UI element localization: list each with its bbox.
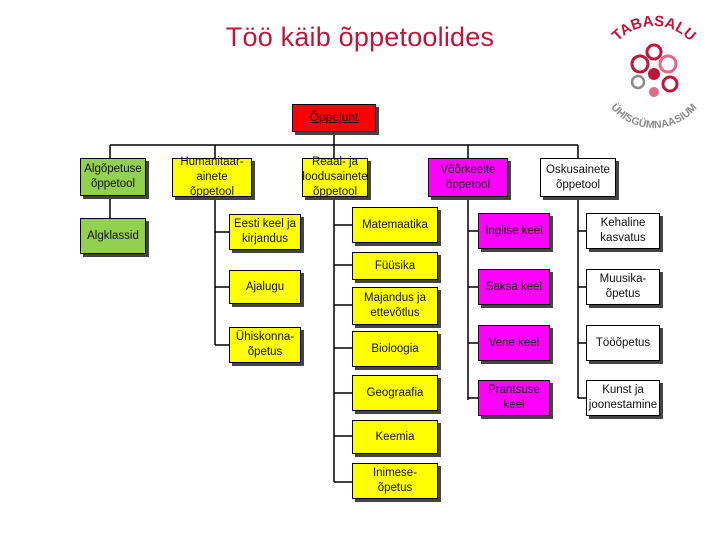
- subject-label: Matemaatika: [362, 218, 428, 231]
- subject-node: Prantsuse keel: [478, 380, 550, 416]
- dept-voorkeeled: Võõrkeelte õppetool: [428, 158, 508, 197]
- subject-node: Algklassid: [80, 218, 146, 254]
- subject-node: Kunst ja joonestamine: [586, 380, 660, 416]
- root-node: Õppejuht: [292, 104, 376, 132]
- subject-node: Ühiskonna-õpetus: [229, 327, 301, 363]
- subject-node: Matemaatika: [352, 207, 438, 243]
- logo-circles-icon: [630, 43, 679, 97]
- subject-node: Füüsika: [352, 252, 438, 280]
- subject-node: Vene keel: [478, 325, 550, 361]
- subject-label: Füüsika: [374, 259, 416, 272]
- dept-label: Võõrkeelte õppetool: [440, 163, 496, 191]
- subject-label: Kehaline kasvatus: [600, 217, 646, 244]
- dept-label: Oskusainete õppetool: [546, 163, 610, 191]
- page-title: Töö käib õppetoolides: [225, 22, 495, 52]
- subject-label: Keemia: [375, 430, 415, 443]
- subject-node: Muusika-õpetus: [586, 269, 660, 305]
- dept-label: Reaal- ja loodusainete õppetool: [302, 156, 368, 198]
- subject-node: Keemia: [352, 420, 438, 454]
- school-logo: TABASALU ÜHISGÜMNAASIUM: [608, 13, 699, 131]
- subject-node: Kehaline kasvatus: [586, 213, 660, 249]
- subject-node: Ajalugu: [229, 270, 301, 304]
- subject-label: Muusika-õpetus: [599, 273, 647, 300]
- subject-label: Saksa keel: [485, 280, 543, 293]
- subject-label: Algklassid: [87, 229, 139, 242]
- dept-label: Humanitaar-ainete õppetool: [180, 156, 244, 198]
- subject-node: Bioloogia: [352, 331, 438, 367]
- dept-oskusained: Oskusainete õppetool: [540, 158, 616, 197]
- subject-label: Inglise keel: [485, 224, 543, 237]
- subject-node: Tööõpetus: [586, 325, 660, 361]
- dept-reaal: Reaal- ja loodusainete õppetool: [302, 156, 368, 198]
- subject-label: Ühiskonna-õpetus: [235, 331, 295, 358]
- subject-label: Bioloogia: [371, 342, 419, 355]
- subject-node: Geograafia: [352, 375, 438, 411]
- subject-node: Inimese-õpetus: [352, 463, 438, 499]
- dept-algopetus: Algõpetuse õppetool: [80, 158, 146, 196]
- subject-label: Prantsuse keel: [488, 384, 540, 411]
- root-label: Õppejuht: [309, 110, 359, 125]
- subject-label: Kunst ja joonestamine: [588, 384, 658, 411]
- subject-label: Eesti keel ja kirjandus: [233, 218, 296, 245]
- subject-label: Geograafia: [366, 386, 424, 399]
- dept-label: Algõpetuse õppetool: [84, 163, 142, 190]
- subject-label: Vene keel: [488, 336, 540, 349]
- subject-node: Saksa keel: [478, 269, 550, 305]
- subject-label: Majandus ja ettevõtlus: [363, 292, 426, 319]
- subject-node: Eesti keel ja kirjandus: [229, 214, 301, 250]
- subject-label: Inimese-õpetus: [372, 467, 418, 494]
- subject-node: Inglise keel: [478, 213, 550, 249]
- subject-node: Majandus ja ettevõtlus: [352, 287, 438, 325]
- dept-humanitaar: Humanitaar-ainete õppetool: [172, 156, 252, 198]
- subject-label: Ajalugu: [245, 280, 285, 293]
- subject-label: Tööõpetus: [595, 336, 651, 349]
